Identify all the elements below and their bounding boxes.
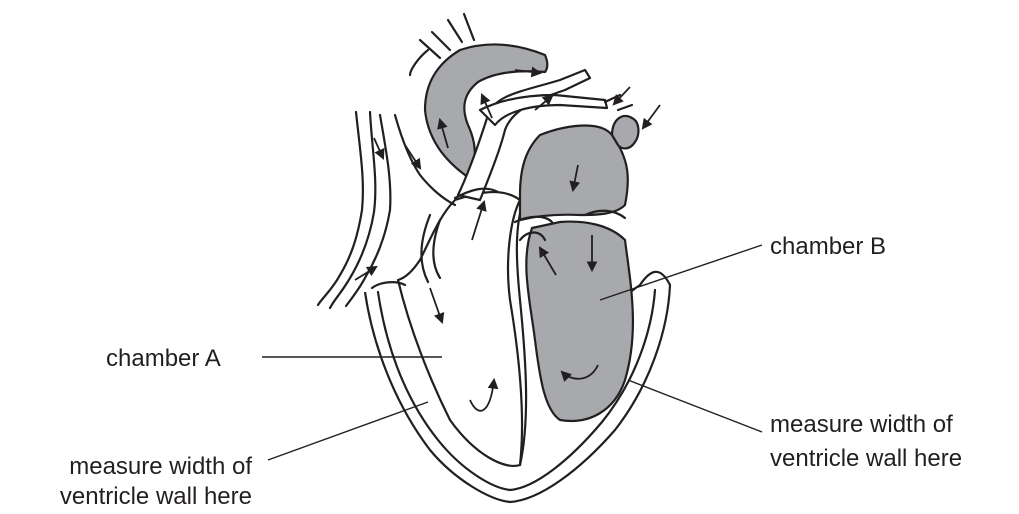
leader-left-wall: [268, 402, 428, 460]
label-right-wall-line1: measure width of: [770, 411, 953, 438]
arrow-1: [374, 138, 383, 158]
arrow-11: [643, 105, 660, 128]
label-left-wall-line2: ventricle wall here: [60, 483, 252, 510]
arrow-2: [405, 145, 420, 168]
label-chamber-b: chamber B: [770, 233, 886, 260]
leader-right-wall: [628, 380, 762, 432]
label-right-wall-line2: ventricle wall here: [770, 445, 962, 472]
label-chamber-a: chamber A: [106, 345, 221, 372]
label-left-wall-line1: measure width of: [69, 453, 252, 480]
left-atrium: [520, 126, 628, 220]
